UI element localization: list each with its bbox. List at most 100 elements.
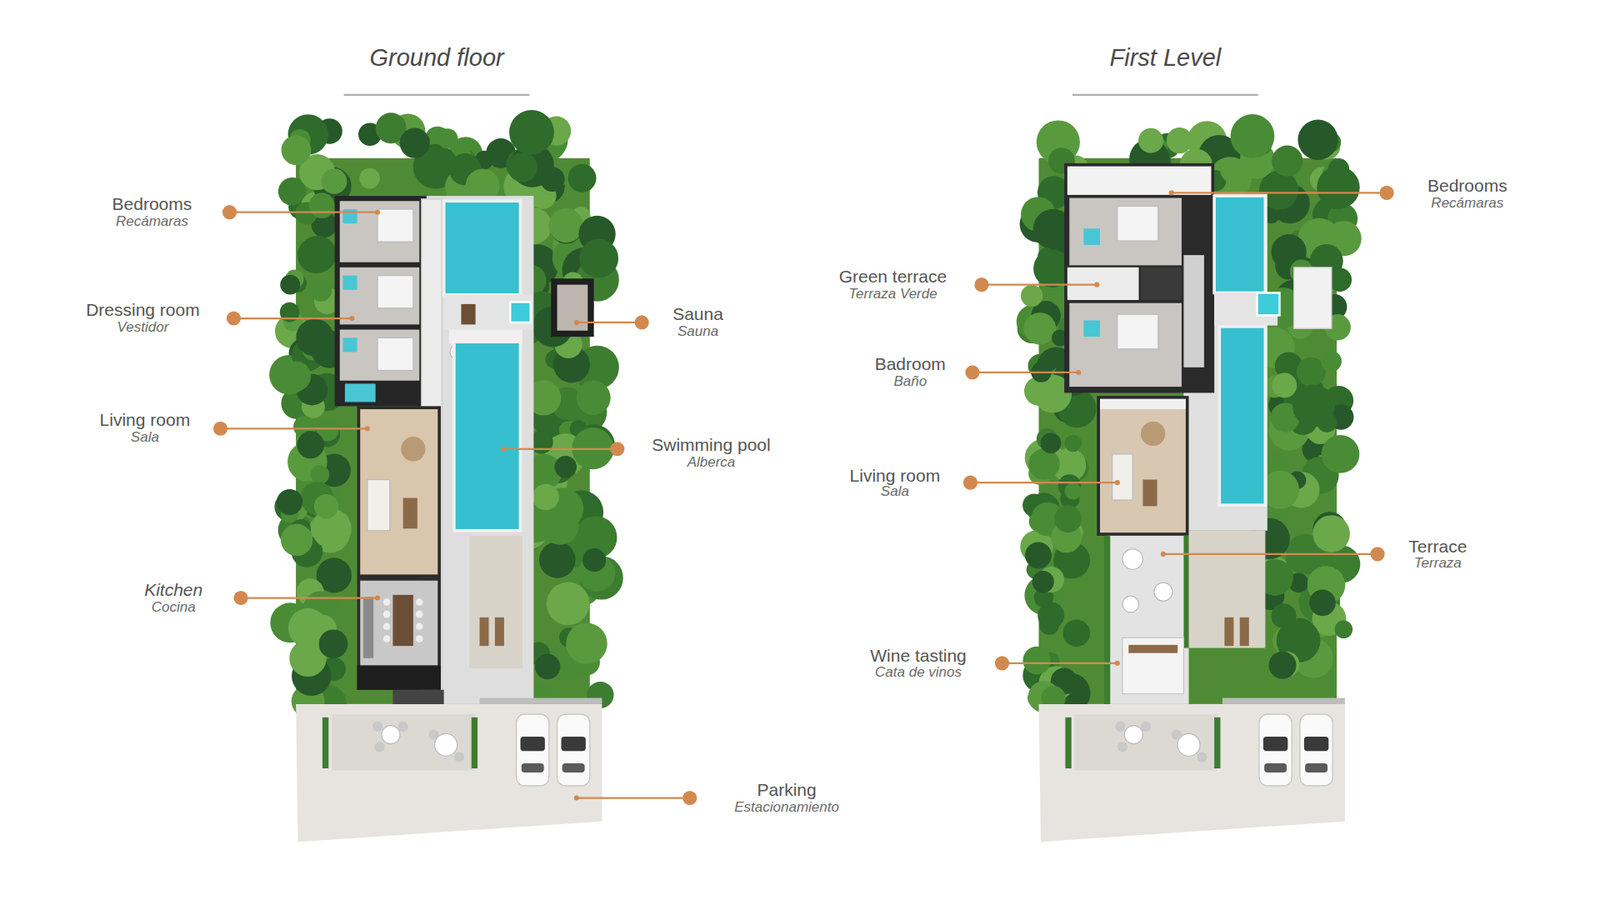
leader-end <box>375 210 380 215</box>
first-level-plan <box>1016 114 1362 842</box>
leader-end <box>1169 190 1175 195</box>
bedroom-wing <box>335 195 427 406</box>
hedge <box>322 717 329 769</box>
hedge <box>1214 717 1220 769</box>
callout-label: Living room <box>850 465 941 485</box>
terrace-floor <box>1107 535 1190 705</box>
coffee-table <box>1142 480 1157 507</box>
tree-canopy <box>532 484 560 511</box>
sun-lounger <box>480 617 490 646</box>
callout-translation: Terraza <box>1414 555 1462 572</box>
garden-lawn <box>1039 158 1338 705</box>
bathtub <box>342 275 357 290</box>
kitchen-counter <box>357 665 441 690</box>
leader-end <box>1075 370 1081 375</box>
tree-canopy <box>1022 646 1051 675</box>
kitchen-floor <box>360 580 438 675</box>
callout-translation: Sala <box>880 484 910 500</box>
balcony <box>1183 255 1204 368</box>
coffee-table <box>403 498 418 530</box>
sauna-floor <box>557 285 589 331</box>
leader-dot <box>1380 185 1395 200</box>
leader-dot <box>995 655 1010 670</box>
leader-dot <box>682 790 697 805</box>
car-rear-window <box>521 763 545 773</box>
sun-lounger <box>1240 617 1250 646</box>
leader-line <box>240 596 378 599</box>
green-terrace-floor <box>1067 267 1140 300</box>
terrace-planter <box>1104 535 1110 705</box>
tree-canopy <box>576 380 611 415</box>
leader-end <box>365 425 370 431</box>
swimming-pool <box>454 341 521 531</box>
garden-lawn <box>295 158 590 705</box>
leader-end <box>1160 551 1166 557</box>
bathtub <box>342 337 357 352</box>
tree-canopy <box>540 506 580 545</box>
leader-dot <box>965 365 980 380</box>
callout-translation: Sauna <box>677 324 719 340</box>
leader-line <box>970 481 1117 484</box>
tree-canopy <box>437 128 458 149</box>
dining-chair <box>415 610 424 619</box>
tree-canopy <box>1297 120 1338 160</box>
tree-canopy <box>1271 373 1297 399</box>
patio-chair <box>428 730 439 740</box>
car-rear-window <box>562 763 585 773</box>
living-room-walls <box>1096 395 1189 536</box>
swimming-pool <box>444 200 521 295</box>
sofa <box>1112 454 1133 500</box>
bedroom-floor <box>1069 198 1182 266</box>
callout-translation: Recámaras <box>1430 195 1504 211</box>
car-windshield <box>1304 736 1329 751</box>
callout-label: Bedrooms <box>112 194 193 214</box>
bed <box>377 275 414 309</box>
callout-label: Living room <box>100 410 191 430</box>
entry-terrace <box>331 714 475 770</box>
leader-dot <box>610 441 625 456</box>
tree-canopy <box>1020 285 1043 307</box>
tree-canopy <box>1024 312 1057 345</box>
parked-car <box>557 714 590 786</box>
callout-translation: Vestidor <box>117 320 170 336</box>
bed <box>1117 205 1159 241</box>
patio-chair <box>1196 751 1207 762</box>
bed <box>377 209 414 242</box>
leader-line <box>230 211 379 214</box>
leader-dot <box>233 590 248 605</box>
wine-counter <box>1128 645 1178 654</box>
leader-line <box>503 448 618 450</box>
bedroom-wing <box>1064 163 1215 394</box>
leader-dot <box>222 205 237 220</box>
title-underlines <box>344 94 1259 95</box>
tree-canopy <box>1335 620 1354 640</box>
dining-chair <box>415 635 424 643</box>
rug <box>400 436 425 461</box>
dining-chair <box>415 623 424 631</box>
callout-label: Green terrace <box>839 266 948 286</box>
leader-end <box>1094 282 1100 288</box>
tree-canopy <box>507 152 538 183</box>
patio-chair <box>374 741 385 752</box>
parking-ground <box>1039 704 1345 842</box>
tree-canopy <box>1025 541 1052 569</box>
bathtub <box>342 209 357 224</box>
dining-chair <box>415 598 424 606</box>
parked-car <box>1259 714 1292 786</box>
callout-translation: Cocina <box>151 599 196 615</box>
patio-chair <box>1117 741 1128 752</box>
tree-canopy <box>565 623 607 665</box>
tree-canopy <box>280 275 300 295</box>
leader-line <box>1001 662 1117 665</box>
car-rear-window <box>1264 763 1287 773</box>
leader-end <box>574 320 580 325</box>
callout-translation: Baño <box>893 374 927 390</box>
patio-table <box>381 725 400 745</box>
bedroom-floor <box>1069 303 1182 387</box>
bathtub <box>1083 228 1100 245</box>
bathtub <box>345 383 376 402</box>
patio-chair <box>372 721 383 732</box>
car-windshield <box>1263 736 1288 751</box>
leader-lines <box>213 185 1395 805</box>
